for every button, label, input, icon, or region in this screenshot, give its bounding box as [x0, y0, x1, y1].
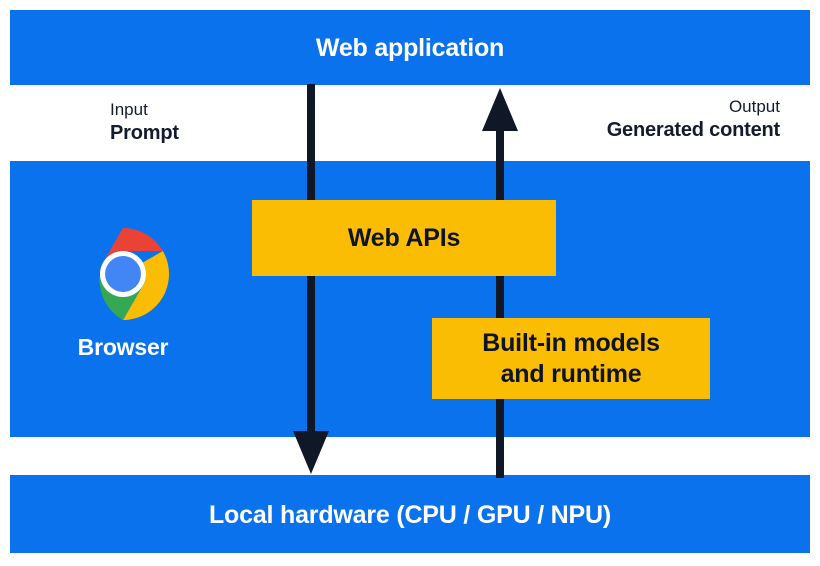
box-web-apis-label: Web APIs: [347, 223, 461, 252]
box-builtin-models-line2: and runtime: [500, 359, 642, 388]
band-local-hardware-label: Local hardware (CPU / GPU / NPU): [208, 501, 611, 529]
flow-label-output-kind: Output: [728, 97, 780, 116]
box-builtin-models: Built-in models and runtime: [432, 318, 710, 399]
band-web-application-label: Web application: [315, 34, 505, 62]
flow-label-input-value: Prompt: [110, 121, 179, 144]
browser-block: Browser: [42, 228, 204, 361]
flow-label-input: Input Prompt: [110, 100, 179, 145]
chrome-logo-icon: [99, 228, 169, 320]
band-web-application: Web application: [10, 10, 810, 85]
flow-label-output-value: Generated content: [606, 118, 781, 141]
box-builtin-models-label: Built-in models and runtime: [482, 328, 660, 389]
box-builtin-models-line1: Built-in models: [482, 329, 660, 357]
band-browser-label: Browser: [77, 334, 169, 360]
flow-label-input-kind: Input: [110, 100, 148, 119]
box-web-apis: Web APIs: [252, 200, 556, 276]
band-local-hardware: Local hardware (CPU / GPU / NPU): [10, 475, 810, 553]
flow-label-output: Output Generated content: [606, 97, 781, 142]
